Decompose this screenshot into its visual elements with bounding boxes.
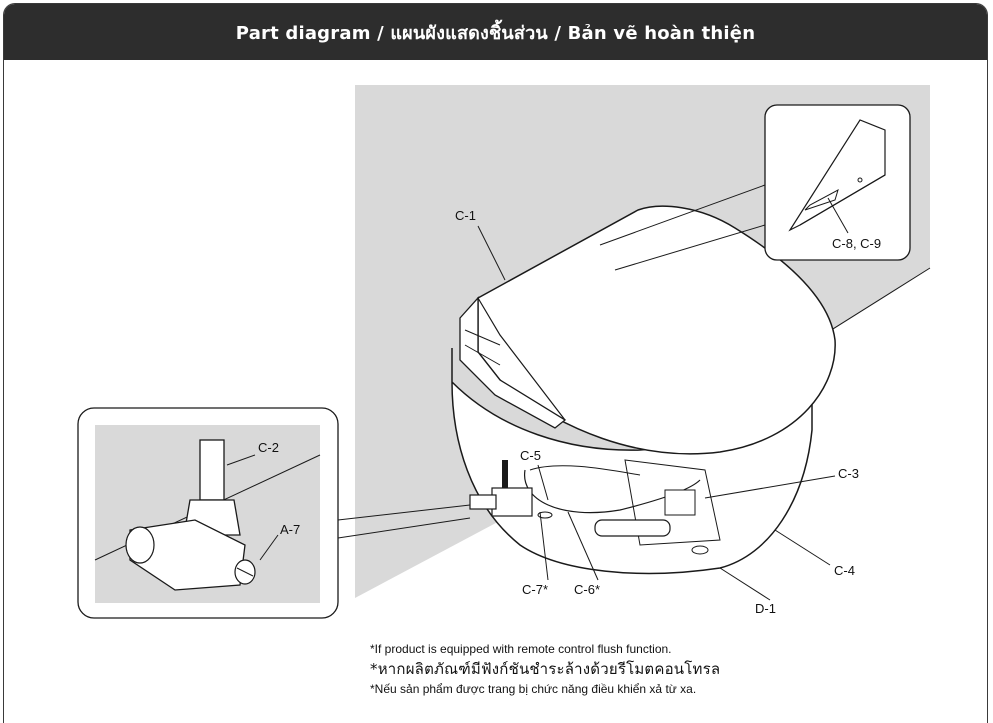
internal-bracket (624, 459, 721, 546)
label-c3: C-3 (838, 466, 859, 481)
label-d1: D-1 (755, 601, 776, 616)
label-c2: C-2 (258, 440, 279, 455)
label-c8-c9: C-8, C-9 (832, 236, 882, 251)
stop-valve-small (491, 487, 533, 517)
label-c7: C-7* (522, 582, 549, 597)
washlet-unit (459, 296, 567, 429)
toilet-lid (477, 205, 836, 455)
internal-pipe (594, 519, 671, 537)
footnotes: *If product is equipped with remote cont… (370, 640, 720, 699)
footnote-thai: *หากผลิตภัณฑ์มีฟังก์ชันชำระล้างด้วยรีโมต… (370, 659, 721, 678)
page-title: Part diagram / แผนผังแสดงชิ้นส่วน / Bản … (235, 22, 756, 44)
label-c4: C-4 (834, 563, 855, 578)
footnote-vietnamese: *Nếu sản phẩm được trang bị chức năng đi… (370, 682, 697, 697)
footnote-english: *If product is equipped with remote cont… (370, 642, 672, 656)
label-c6: C-6* (574, 582, 601, 597)
header-bar: Part diagram / แผนผังแสดงชิ้นส่วน / Bản … (4, 4, 987, 60)
label-c1: C-1 (455, 208, 476, 223)
lid-edge (477, 297, 566, 421)
inset-hose (199, 439, 225, 501)
inset-valve-body (129, 519, 246, 591)
label-a7: A-7 (280, 522, 301, 537)
label-c5: C-5 (520, 448, 541, 463)
diagram-frame: Part diagram / แผนผังแสดงชิ้นส่วน / Bản … (3, 3, 988, 723)
